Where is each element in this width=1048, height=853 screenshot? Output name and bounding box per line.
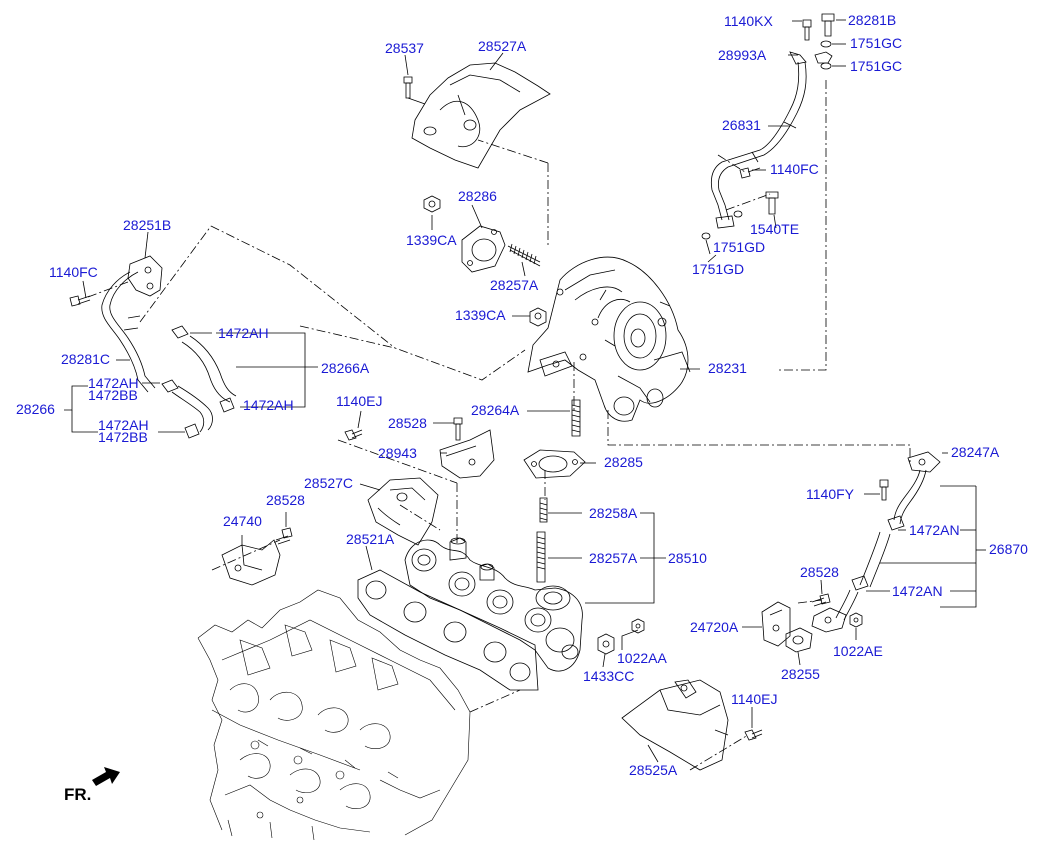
label-1472AH-lower[interactable]: 1472AH xyxy=(98,417,149,433)
exhaust-manifold xyxy=(404,537,583,672)
label-1751GC-lower[interactable]: 1751GC xyxy=(850,58,903,74)
nut-1339CA-mid xyxy=(529,307,547,327)
gasket-28521A xyxy=(357,569,539,691)
label-1472AH-top[interactable]: 1472AH xyxy=(218,325,269,341)
label-1472AH-left[interactable]: 1472AH xyxy=(88,375,139,391)
label-28528-right[interactable]: 28528 xyxy=(800,564,839,580)
label-1472BB-lower[interactable]: 1472BB xyxy=(98,429,148,445)
front-direction-arrow xyxy=(92,767,120,786)
bolts-oil-feed xyxy=(701,13,835,240)
label-1339CA-upper[interactable]: 1339CA xyxy=(406,232,457,248)
hose-28266A xyxy=(171,325,237,413)
label-28247A[interactable]: 28247A xyxy=(951,444,1000,460)
bolt-28528-left xyxy=(275,527,293,545)
label-1751GC-upper[interactable]: 1751GC xyxy=(850,35,903,51)
bolt-1140EJ-left xyxy=(344,429,363,441)
label-28257A-upper[interactable]: 28257A xyxy=(490,277,539,293)
label-28537[interactable]: 28537 xyxy=(385,40,424,56)
label-28528-top[interactable]: 28528 xyxy=(388,415,427,431)
nut-1433CC xyxy=(597,633,615,655)
label-26831[interactable]: 26831 xyxy=(722,117,761,133)
label-28231[interactable]: 28231 xyxy=(708,360,747,376)
water-pipe-left xyxy=(101,255,163,393)
guide-lines xyxy=(87,80,911,771)
label-1140FC-right[interactable]: 1140FC xyxy=(770,161,819,177)
label-28527C[interactable]: 28527C xyxy=(304,475,354,491)
leader-lines xyxy=(64,19,986,763)
bolt-28528-right xyxy=(811,593,831,607)
bolt-28537 xyxy=(403,76,426,105)
gasket-28255 xyxy=(785,627,813,653)
label-1751GD-upper[interactable]: 1751GD xyxy=(713,239,766,255)
label-28266[interactable]: 28266 xyxy=(16,401,55,417)
label-1022AE[interactable]: 1022AE xyxy=(833,643,883,659)
label-28257A-lower[interactable]: 28257A xyxy=(589,550,638,566)
stud-28257A-lower xyxy=(536,531,546,583)
label-24720A[interactable]: 24720A xyxy=(690,619,739,635)
label-1022AA[interactable]: 1022AA xyxy=(617,650,667,666)
oil-feed-pipe xyxy=(710,51,833,229)
label-1140FY[interactable]: 1140FY xyxy=(806,486,854,502)
heat-shield-28525A xyxy=(621,679,729,771)
label-1472AH-right[interactable]: 1472AH xyxy=(243,397,294,413)
label-28528-left[interactable]: 28528 xyxy=(266,492,305,508)
label-28993A[interactable]: 28993A xyxy=(718,47,767,63)
gasket-28285 xyxy=(523,449,586,479)
stud-28264A xyxy=(571,399,581,437)
bolt-1140FC-left xyxy=(69,295,91,307)
label-1140EJ-left[interactable]: 1140EJ xyxy=(336,393,383,409)
engine-block xyxy=(197,589,471,841)
label-28251B[interactable]: 28251B xyxy=(123,217,172,233)
label-1472BB-upper[interactable]: 1472BB xyxy=(88,387,138,403)
label-1140EJ-right[interactable]: 1140EJ xyxy=(731,691,778,707)
bolt-1140EJ-right xyxy=(744,729,763,741)
bracket-24740 xyxy=(221,539,281,586)
label-28266A[interactable]: 28266A xyxy=(321,360,370,376)
nut-1339CA-top xyxy=(423,195,441,213)
label-1472AN-upper[interactable]: 1472AN xyxy=(909,522,960,538)
heat-shield-top xyxy=(411,62,551,169)
label-24740[interactable]: 24740 xyxy=(223,513,262,529)
front-direction-label: FR. xyxy=(64,785,92,804)
bracket-24720A xyxy=(761,601,791,647)
label-1140FC-left[interactable]: 1140FC xyxy=(49,264,98,280)
stud-28258A xyxy=(539,497,548,523)
water-pipe-right xyxy=(811,451,941,633)
gasket-28286 xyxy=(461,225,506,273)
label-1433CC[interactable]: 1433CC xyxy=(583,668,635,684)
label-28258A[interactable]: 28258A xyxy=(589,505,638,521)
label-28281C[interactable]: 28281C xyxy=(61,351,111,367)
bolt-28528-top xyxy=(453,417,463,441)
label-28943[interactable]: 28943 xyxy=(378,445,417,461)
label-28527A[interactable]: 28527A xyxy=(478,38,527,54)
label-28286[interactable]: 28286 xyxy=(458,188,497,204)
label-28281B[interactable]: 28281B xyxy=(848,12,897,28)
label-1472AN-lower[interactable]: 1472AN xyxy=(892,583,943,599)
label-28255[interactable]: 28255 xyxy=(781,666,820,682)
stud-28257A-top xyxy=(507,243,541,267)
label-1751GD-lower[interactable]: 1751GD xyxy=(692,261,745,277)
label-28510[interactable]: 28510 xyxy=(668,550,707,566)
turbocharger xyxy=(527,256,691,422)
washer-1022AA xyxy=(631,618,645,634)
label-1339CA-mid[interactable]: 1339CA xyxy=(455,307,506,323)
label-1140KX[interactable]: 1140KX xyxy=(724,13,773,29)
label-1540TE[interactable]: 1540TE xyxy=(750,221,800,237)
hose-28266 xyxy=(161,379,213,439)
bracket-28943 xyxy=(439,429,495,479)
washer-1022AE xyxy=(849,612,863,628)
label-28525A[interactable]: 28525A xyxy=(629,762,678,778)
label-28521A[interactable]: 28521A xyxy=(346,531,395,547)
label-28264A[interactable]: 28264A xyxy=(471,402,520,418)
label-26870[interactable]: 26870 xyxy=(989,541,1028,557)
label-28285[interactable]: 28285 xyxy=(604,454,643,470)
bolt-1140FY xyxy=(879,479,889,501)
heat-shield-28527C xyxy=(367,477,439,546)
